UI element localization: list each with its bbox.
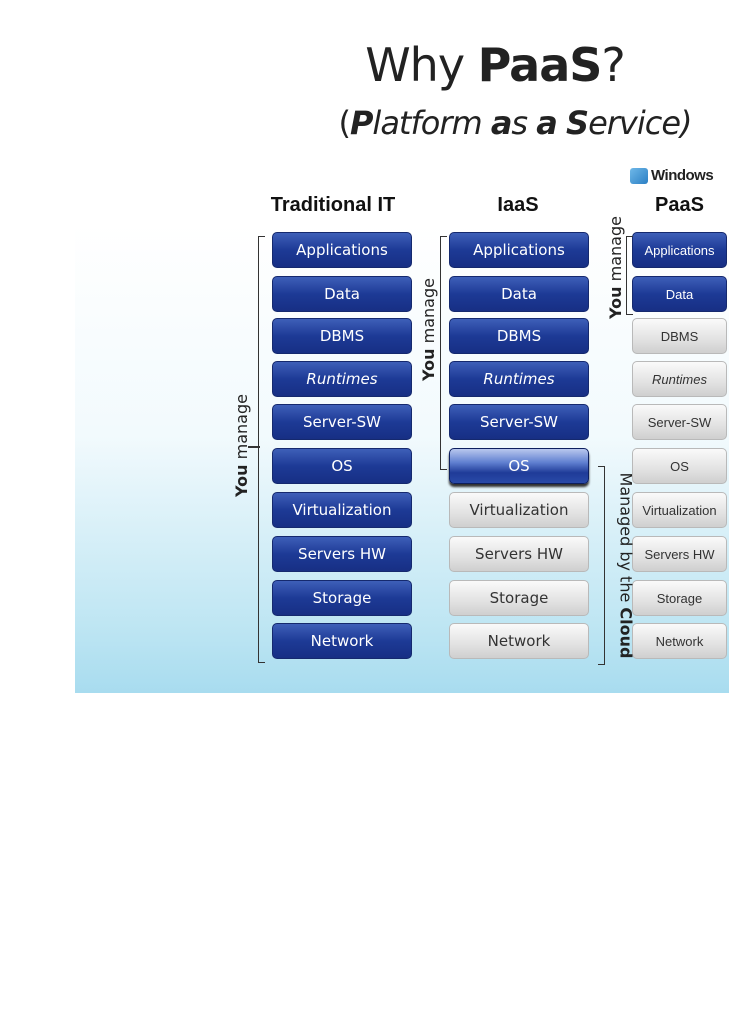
layer-box-dbms: DBMS bbox=[449, 318, 589, 354]
layer-box-network: Network bbox=[449, 623, 589, 659]
paas-bracket bbox=[626, 236, 633, 315]
layer-box-servers-hw: Servers HW bbox=[272, 536, 412, 572]
windows-azure-logo: Windows bbox=[630, 167, 714, 184]
layer-box-server-sw: Server-SW bbox=[632, 404, 727, 440]
traditional-bracket bbox=[258, 236, 265, 663]
you-manage-label-traditional: You manage bbox=[231, 394, 251, 497]
layer-box-virtualization: Virtualization bbox=[449, 492, 589, 528]
slide-title: Why PaaS? bbox=[365, 38, 626, 92]
layer-box-applications: Applications bbox=[272, 232, 412, 268]
layer-box-runtimes: Runtimes bbox=[632, 361, 727, 397]
windows-flag-icon bbox=[630, 167, 648, 184]
column-heading: PaaS bbox=[655, 194, 704, 216]
layer-box-os: OS bbox=[632, 448, 727, 484]
layer-box-virtualization: Virtualization bbox=[632, 492, 727, 528]
layer-box-data: Data bbox=[449, 276, 589, 312]
layer-box-os: OS bbox=[449, 448, 589, 484]
iaas-bracket bbox=[440, 236, 447, 470]
layer-box-applications: Applications bbox=[632, 232, 727, 268]
bracket-tick bbox=[248, 446, 260, 448]
managed-by-cloud-label: Managed by the Cloud bbox=[616, 472, 636, 659]
column-heading: Traditional IT bbox=[270, 194, 396, 216]
layer-box-dbms: DBMS bbox=[632, 318, 727, 354]
layer-box-virtualization: Virtualization bbox=[272, 492, 412, 528]
layer-box-storage: Storage bbox=[449, 580, 589, 616]
slide-subtitle: (Platform as a Service) bbox=[338, 104, 692, 142]
layer-box-runtimes: Runtimes bbox=[449, 361, 589, 397]
layer-box-os: OS bbox=[272, 448, 412, 484]
layer-box-network: Network bbox=[272, 623, 412, 659]
layer-box-applications: Applications bbox=[449, 232, 589, 268]
cloud-bracket bbox=[598, 466, 605, 665]
layer-box-storage: Storage bbox=[272, 580, 412, 616]
layer-box-network: Network bbox=[632, 623, 727, 659]
layer-box-dbms: DBMS bbox=[272, 318, 412, 354]
you-manage-label-paas: You manage bbox=[605, 216, 625, 319]
column-heading: IaaS bbox=[497, 194, 539, 216]
layer-box-runtimes: Runtimes bbox=[272, 361, 412, 397]
layer-box-data: Data bbox=[272, 276, 412, 312]
you-manage-label-iaas: You manage bbox=[418, 278, 438, 381]
layer-box-server-sw: Server-SW bbox=[272, 404, 412, 440]
layer-box-servers-hw: Servers HW bbox=[632, 536, 727, 572]
layer-box-server-sw: Server-SW bbox=[449, 404, 589, 440]
layer-box-storage: Storage bbox=[632, 580, 727, 616]
layer-box-servers-hw: Servers HW bbox=[449, 536, 589, 572]
layer-box-data: Data bbox=[632, 276, 727, 312]
